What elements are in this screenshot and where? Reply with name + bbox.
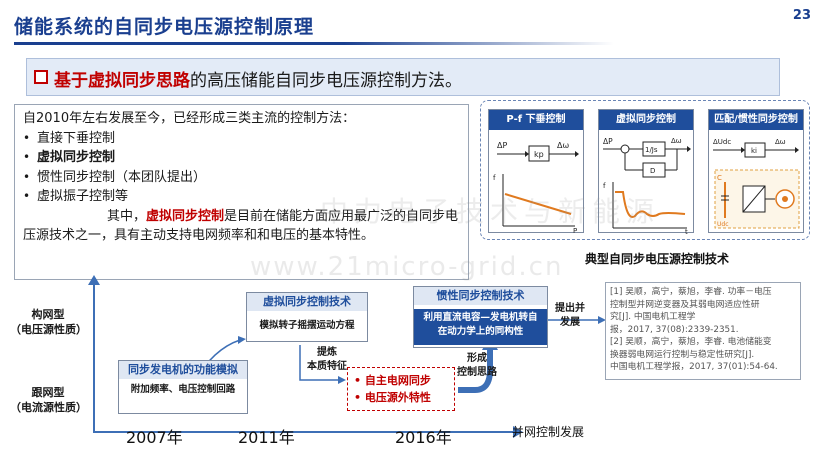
x-axis-label: t [685, 228, 688, 234]
extract-label: 提炼 本质特征 [307, 347, 347, 372]
bullet-dot-icon: • [23, 169, 31, 184]
method-description: 自2010年左右发展至今，已经形成三类主流的控制方法： • 直接下垂控制 • 虚拟同… [14, 104, 469, 280]
reference-line: 控制型并网逆变器及其弱电网适应性研 [610, 299, 760, 310]
form-label: 形成 控制思路 [457, 353, 497, 378]
reference-line: 报，2017, 37(08):2339-2351. [610, 324, 739, 335]
para-prefix: 其中， [107, 208, 147, 224]
box-body: 附加频率、电压控制回路 [130, 384, 236, 395]
grid-following-label: 跟网型 （电流源性质） [10, 386, 87, 414]
droop-diagram: ΔP kp Δω f P [493, 141, 579, 234]
reference-line: [2] 吴顺，高宁，蔡旭，李睿. 电池储能变 [610, 337, 772, 347]
subtitle-banner: 基于虚拟同步思路的高压储能自同步电压源控制方法。 [26, 58, 780, 96]
references-box: [1] 吴顺，高宁，蔡旭，李睿. 功率－电压 控制型并网逆变器及其弱电网适应性研… [605, 282, 801, 380]
output-label: Δω [557, 141, 569, 150]
inertia-sync-panel: 匹配/惯性同步控制 ΔUdc ki Δω C Udc [708, 109, 804, 233]
bullet-dot-icon: • [23, 150, 31, 164]
bullet-dot-icon: • [23, 130, 31, 145]
watermark-cn: 中力电子技术与新能源 [320, 195, 661, 228]
grid-forming-label: 构网型 （电压源性质） [10, 308, 87, 336]
inertia-label: 1/Js [645, 146, 658, 154]
year-label: 2016年 [395, 428, 452, 447]
inertia-sync-box: 惯性同步控制技术 利用直流电容—发电机转自在动力学上的同构性 [413, 286, 548, 348]
virtual-sync-diagram: ΔP 1/Js Δω D f t [603, 137, 691, 234]
characteristics-box: • 自主电网同步 • 电压源外特性 [347, 367, 455, 411]
y-axis-label: f [493, 174, 496, 182]
banner-text: 基于虚拟同步思路的高压储能自同步电压源控制方法。 [54, 66, 462, 91]
banner-highlight: 基于虚拟同步思路 [54, 71, 190, 91]
box-body: 利用直流电容—发电机转自在动力学上的同构性 [414, 309, 547, 345]
para-rest: 是目前在储能方面应用最广泛的自同步电压源技术之一，具有主动支持电网频率和和电压的… [23, 208, 459, 244]
x-axis-label: P [573, 227, 577, 234]
propose-label: 提出并 发展 [555, 303, 585, 328]
para-highlight: 虚拟同步控制 [146, 208, 225, 224]
bullet-item: • 惯性同步控制（本团队提出） [23, 168, 460, 188]
box-title: 惯性同步控制技术 [414, 287, 547, 305]
watermark-url: www.21micro-grid.cn [250, 252, 564, 282]
year-label: 2007年 [126, 428, 183, 447]
input-label: ΔP [497, 141, 507, 150]
characteristic-item: • 电压源外特性 [354, 391, 431, 404]
damping-label: D [650, 167, 655, 175]
page-title: 储能系统的自同步电压源控制原理 [14, 16, 315, 38]
checkbox-square-icon [34, 70, 48, 84]
page-number: 23 [792, 8, 811, 23]
capacitor-label: C [717, 174, 722, 182]
virtual-sync-box: 虚拟同步控制技术 模拟转子摇摆运动方程 [246, 292, 368, 342]
udc-label: Udc [717, 221, 729, 228]
output-label: Δω [775, 138, 786, 146]
bullet-text: 虚拟同步控制 [37, 150, 116, 165]
box-body: 模拟转子摇摆运动方程 [259, 320, 355, 331]
title-underline [14, 42, 614, 45]
bullet-item: • 虚拟同步控制 [23, 148, 460, 168]
diagram-caption: 典型自同步电压源控制技术 [585, 252, 730, 266]
sync-generator-box: 同步发电机的功能模拟 附加频率、电压控制回路 [118, 360, 248, 414]
bullet-text: 惯性同步控制（本团队提出） [37, 169, 207, 185]
timeline-y-axis [88, 275, 100, 433]
frequency-response-curve [615, 191, 686, 218]
bullet-text: 虚拟振子控制等 [37, 189, 129, 204]
up-arrow [458, 348, 493, 393]
reference-line: 究[J]. 中国电机工程学 [610, 312, 696, 322]
timeline-x-axis [93, 426, 523, 438]
box-title: 同步发电机的功能模拟 [119, 361, 247, 379]
y-axis-label: f [603, 182, 606, 190]
input-label: ΔUdc [713, 138, 731, 146]
droop-curve [504, 193, 572, 215]
reference-line: [1] 吴顺，高宁，蔡旭，李睿. 功率－电压 [610, 287, 772, 297]
panel-title: 匹配/惯性同步控制 [709, 110, 803, 130]
bullet-dot-icon: • [23, 189, 31, 203]
bullet-item: • 直接下垂控制 [23, 129, 460, 149]
control-diagrams-group: P-f 下垂控制 ΔP kp Δω f P 虚拟同步控制 ΔP 1/Js [480, 100, 810, 240]
input-label: ΔP [603, 137, 613, 146]
panel-title: 虚拟同步控制 [599, 110, 693, 130]
characteristic-item: • 自主电网同步 [354, 374, 431, 387]
box-title: 虚拟同步控制技术 [247, 293, 367, 311]
reference-line: 换器弱电网运行控制与稳定性研究[J]. [610, 349, 755, 360]
intro-line: 自2010年左右发展至今，已经形成三类主流的控制方法： [23, 111, 356, 126]
x-axis-title: 并网控制发展 [512, 425, 585, 439]
reference-line: 中国电机工程学报，2017, 37(01):54-64. [610, 362, 778, 372]
output-label: Δω [671, 137, 682, 145]
virtual-sync-panel: 虚拟同步控制 ΔP 1/Js Δω D f t [598, 109, 694, 234]
gain-label: ki [751, 147, 757, 155]
inertia-sync-diagram: ΔUdc ki Δω C Udc [713, 138, 800, 229]
droop-control-panel: P-f 下垂控制 ΔP kp Δω f P [488, 109, 584, 234]
panel-title: P-f 下垂控制 [489, 110, 583, 130]
title-bar: 储能系统的自同步电压源控制原理 23 [0, 0, 819, 48]
year-label: 2011年 [238, 428, 295, 447]
banner-rest: 的高压储能自同步电压源控制方法。 [190, 71, 462, 91]
summary-paragraph: 其中，虚拟同步控制是目前在储能方面应用最广泛的自同步电压源技术之一，具有主动支持… [23, 207, 460, 246]
bullet-text: 直接下垂控制 [37, 130, 116, 146]
gain-label: kp [534, 150, 544, 159]
bullet-item: • 虚拟振子控制等 [23, 187, 460, 207]
